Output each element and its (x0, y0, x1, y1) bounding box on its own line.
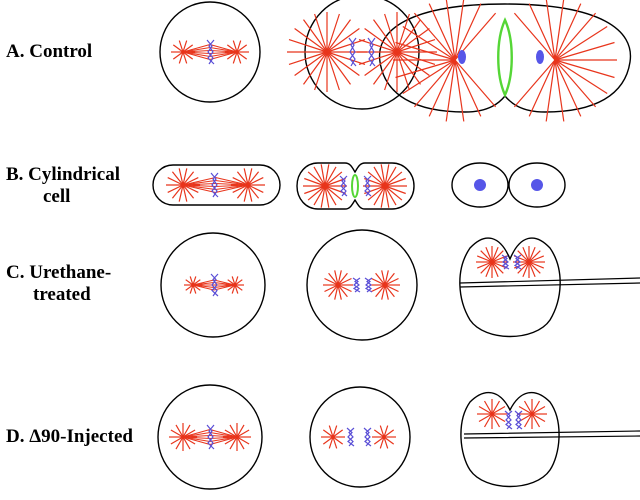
d90-2-chromosomes-right (363, 427, 372, 447)
control-3-contractile-ring (497, 17, 513, 98)
cylindrical-2-chromosomes-left (339, 175, 348, 197)
cylindrical-cell-2-outline (296, 162, 415, 210)
control-3-aster-right (513, 0, 617, 122)
cylindrical-1-spindle (182, 176, 249, 194)
d90-3-needle (463, 430, 640, 439)
control-3-nucleus-left (458, 50, 466, 64)
row-label-cylindrical-line1: B. Cylindrical (6, 164, 121, 185)
row-label-cylindrical-line2: cell (43, 186, 71, 207)
urethane-3-needle (459, 277, 640, 288)
urethane-3-chromosomes-right (513, 254, 522, 270)
cylindrical-cell-1-outline (152, 164, 281, 206)
cylindrical-1-aster-left (166, 168, 200, 202)
urethane-2-aster-left (323, 270, 353, 300)
row-label-d90-line1: D. Δ90-Injected (6, 426, 133, 447)
control-cell-1-outline (159, 1, 261, 103)
urethane-2-aster-right (370, 270, 400, 300)
d90-1-spindle (182, 428, 238, 446)
control-2-aster-right (357, 12, 437, 92)
control-2-chromosomes-left (348, 37, 357, 67)
urethane-cell-2-outline (306, 229, 418, 341)
urethane-3-chromosomes-left (501, 254, 510, 270)
cylindrical-1-chromosomes (210, 172, 219, 198)
urethane-cell-1-outline (160, 232, 266, 338)
urethane-2-chromosomes-right (364, 277, 373, 293)
d90-cell-1-outline (157, 384, 263, 490)
control-2-chromosomes-right (367, 37, 376, 67)
row-label-d90: D. Δ90-Injected (6, 426, 133, 448)
d90-cell-3-outline (460, 391, 560, 488)
cylindrical-daughter-right-nucleus (531, 179, 543, 191)
control-1-chromosomes (206, 39, 215, 65)
d90-2-aster-left (321, 425, 345, 449)
cylindrical-daughter-left-outline (451, 162, 509, 208)
d90-3-chromosomes-right (514, 410, 523, 430)
row-label-urethane-line1: C. Urethane- (6, 262, 112, 283)
d90-cell-2-outline (309, 386, 411, 488)
control-3-nucleus-right (536, 50, 544, 64)
d90-3-chromosomes-left (504, 410, 513, 430)
cylindrical-daughter-right-outline (508, 162, 566, 208)
row-label-urethane: C. Urethane- treated (6, 262, 111, 306)
cylindrical-daughter-left-nucleus (474, 179, 486, 191)
urethane-1-spindle (192, 279, 236, 291)
cylindrical-2-aster-right (363, 164, 407, 208)
control-1-spindle (182, 43, 238, 61)
d90-2-aster-right (372, 425, 396, 449)
control-3-aster-left (393, 0, 497, 122)
cylindrical-2-chromosomes-right (363, 175, 372, 197)
d90-2-chromosomes-left (346, 427, 355, 447)
urethane-3-aster-left (476, 246, 508, 278)
row-label-control-line1: A. Control (6, 41, 93, 62)
urethane-1-chromosomes (210, 273, 219, 297)
row-label-urethane-line2: treated (33, 284, 91, 305)
row-label-control: A. Control (6, 41, 92, 63)
control-2-aster-left (287, 12, 367, 92)
d90-1-chromosomes (206, 424, 215, 450)
d90-1-aster-left (169, 423, 197, 451)
control-cell-2-outline (304, 0, 420, 110)
urethane-3-aster-right (513, 246, 545, 278)
cylindrical-2-contractile-ring (351, 174, 359, 198)
urethane-2-chromosomes-left (352, 277, 361, 293)
d90-3-aster-left (477, 399, 507, 429)
urethane-cell-3-outline (459, 237, 561, 338)
cylindrical-2-aster-left (303, 164, 347, 208)
control-1-aster-left (171, 40, 195, 64)
row-label-cylindrical: B. Cylindrical cell (6, 164, 120, 208)
